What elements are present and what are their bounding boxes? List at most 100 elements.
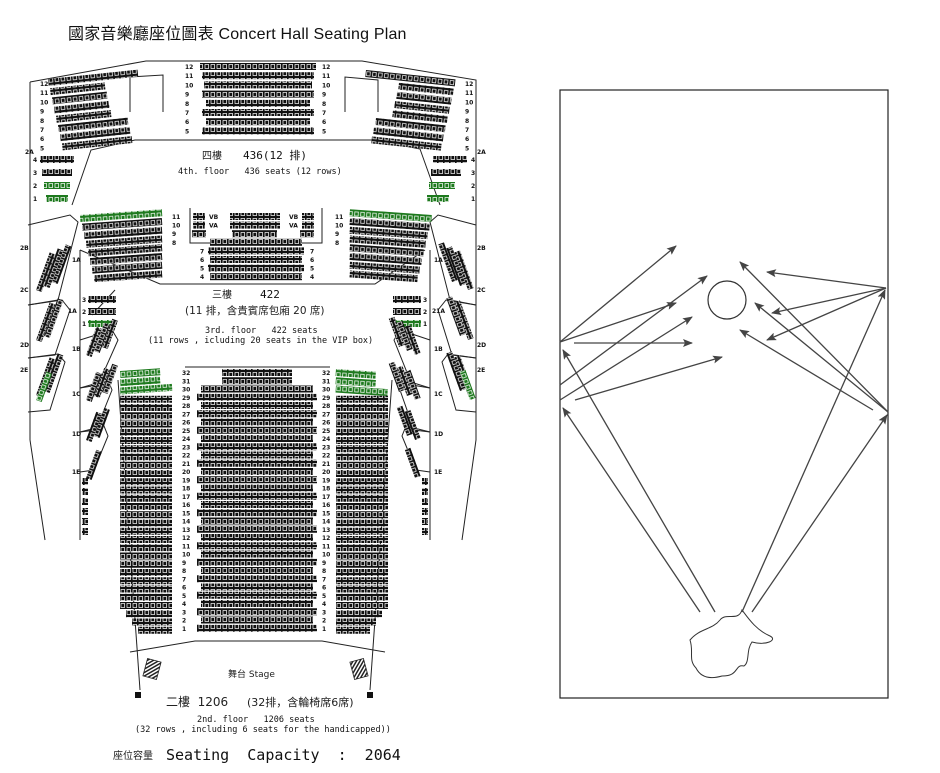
row-label: 7 (185, 110, 189, 117)
seat-row (88, 296, 116, 303)
seat-row (336, 577, 388, 585)
seat-row (392, 110, 448, 124)
seat-row (201, 402, 313, 409)
row-label: 5 (40, 145, 44, 152)
row-label: 11 (322, 73, 330, 80)
floor3-en: 3rd. floor 422 seats (205, 326, 318, 336)
row-label: 1C (434, 391, 443, 398)
seat-row (438, 242, 458, 282)
seat-row (393, 296, 421, 303)
row-label: 2D (477, 342, 486, 349)
seat-row (336, 395, 388, 403)
accessible-seat-row (429, 182, 455, 189)
row-label: 9 (465, 109, 469, 116)
seat-row (454, 300, 474, 340)
row-label: 26 (322, 420, 330, 427)
seat-row (201, 616, 313, 624)
seat-row (349, 252, 422, 265)
seat-row (120, 585, 172, 593)
row-label: 10 (182, 552, 190, 559)
seat-row (446, 246, 466, 286)
seat-row (197, 558, 317, 566)
row-label: 9 (40, 109, 44, 116)
reflection-arrow (562, 407, 701, 613)
seat-row (192, 230, 206, 238)
row-label: 28 (182, 403, 190, 410)
row-label: 12 (322, 535, 330, 542)
row-label: 1D (72, 431, 81, 438)
sound-source-blob (689, 608, 774, 679)
row-label: 1 (471, 196, 475, 203)
row-label: 18 (182, 486, 190, 493)
row-label: 7 (200, 248, 204, 255)
seat-row (197, 525, 317, 533)
floor3-zh-detail: (11 排，含貴賓席包廂 20 席) (185, 304, 324, 317)
row-label: 20 (182, 469, 190, 476)
seat-row (120, 503, 172, 510)
seat-row (42, 169, 72, 176)
row-label: 20 (322, 469, 330, 476)
reflection-arrow (559, 302, 677, 343)
row-label: 17 (182, 494, 190, 501)
row-label: 1D (434, 431, 443, 438)
seat-row (210, 256, 302, 263)
seat-row (120, 445, 172, 453)
seat-row (349, 217, 430, 231)
seat-row (336, 552, 388, 560)
seat-row (206, 118, 310, 126)
row-label: 8 (172, 240, 176, 247)
row-label: 6 (322, 119, 326, 126)
row-label: 7 (465, 127, 469, 134)
seat-row (349, 261, 420, 274)
row-label: 2A (25, 149, 34, 156)
seat-row (431, 169, 461, 176)
floor2-en: 2nd. floor 1206 seats (197, 715, 315, 725)
seat-row (88, 308, 116, 315)
seat-row (201, 468, 313, 475)
row-label: 2 (82, 309, 86, 316)
seat-row (336, 618, 376, 626)
row-label: 22 (322, 453, 330, 460)
floor4-en: 4th. floor 436 seats (12 rows) (178, 167, 342, 177)
row-label: 9 (172, 231, 176, 238)
seat-row (120, 536, 172, 543)
seat-row (396, 365, 413, 397)
seat-row (336, 437, 388, 444)
seat-row (102, 363, 118, 395)
accessible-seat-row (335, 377, 376, 388)
reflection-arrow (739, 261, 889, 413)
seat-row (94, 407, 110, 439)
seat-row (120, 478, 172, 486)
seat-row (232, 230, 277, 238)
seat-row (204, 81, 312, 89)
seat-row (393, 308, 421, 315)
seat-row (193, 213, 205, 220)
row-label: 1 (423, 321, 427, 328)
seat-row (394, 101, 450, 114)
row-label: 6 (200, 257, 204, 264)
row-label: 1A (72, 257, 81, 264)
row-label: 1 (82, 321, 86, 328)
seat-row (120, 569, 172, 576)
pillar-left (135, 692, 141, 698)
row-label: 8 (465, 118, 469, 125)
seat-row (88, 244, 163, 257)
seat-row (90, 252, 163, 265)
seat-row (82, 488, 88, 495)
row-label: 10 (172, 223, 180, 230)
row-label: 22 (182, 453, 190, 460)
row-label: 10 (185, 82, 193, 89)
row-label: 30 (322, 387, 330, 394)
row-label: 2D (20, 342, 29, 349)
floor3-count: 422 (260, 288, 280, 301)
row-label: 3 (471, 170, 475, 177)
row-label: 15 (322, 510, 330, 517)
row-label: 5 (465, 145, 469, 152)
row-label: 5 (322, 128, 326, 135)
seat-row (120, 544, 172, 552)
seat-row (349, 226, 428, 240)
seat-row (349, 244, 424, 257)
seat-row (197, 459, 317, 467)
row-label: 27 (182, 411, 190, 418)
row-label: 5 (200, 266, 204, 273)
